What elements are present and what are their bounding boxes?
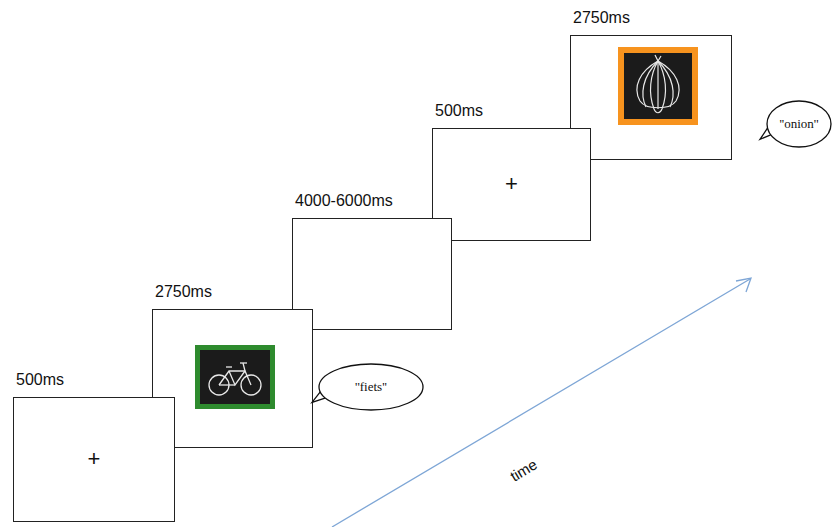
spoken-word: ''fiets'' [355,379,387,395]
spoken-word: ''onion'' [780,116,819,132]
stimulus-screen: 4000-6000ms [292,218,452,330]
stimulus-screen: 2750ms [570,35,732,160]
speech-bubble: ''fiets'' [318,363,424,411]
fixation-cross: + [14,446,174,472]
stimulus-screen: 500ms+ [432,128,591,241]
duration-label: 2750ms [573,9,630,27]
stimulus-screen: 500ms+ [13,397,175,522]
speech-bubble: ''onion'' [766,100,832,148]
bicycle-picture [195,345,275,409]
duration-label: 2750ms [155,283,212,301]
duration-label: 500ms [16,371,64,389]
arrow-head [736,278,751,292]
onion-picture [618,47,698,125]
stimulus-screen: 2750ms [152,309,313,448]
fixation-cross: + [433,171,590,197]
axis-label: time [507,456,540,485]
duration-label: 500ms [435,102,483,120]
duration-label: 4000-6000ms [295,192,393,210]
